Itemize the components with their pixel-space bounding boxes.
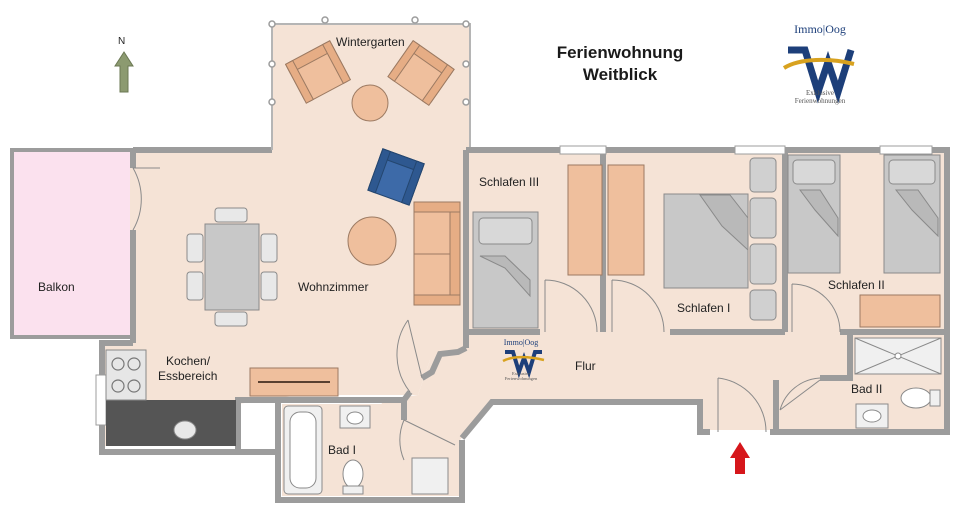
desk-s2 [859, 294, 941, 328]
label-kochen-1: Kochen/ [166, 354, 211, 368]
wardrobe-s1 [607, 164, 645, 276]
logo-small-tagline-1: Exklusive [512, 371, 530, 376]
bad1-toilet [342, 459, 364, 489]
brand-logo-small: Immo|Oog Exklusive Ferienwohnungen [498, 338, 544, 381]
bad1-cabinet [411, 457, 449, 495]
kitchen-sink [173, 420, 197, 440]
label-kochen-2: Essbereich [158, 369, 218, 383]
schlafen3-door [544, 279, 598, 333]
title-line-2: Weitblick [582, 65, 658, 84]
schlafen2-furniture [787, 154, 941, 328]
bad2-door [779, 377, 821, 411]
label-bad-2: Bad II [851, 382, 883, 396]
wintergarten-furniture [284, 39, 455, 122]
north-label: N [118, 36, 126, 47]
balcony-door [132, 167, 160, 231]
blue-armchair [367, 148, 425, 206]
logo-tagline-2: Ferienwohnungen [794, 97, 846, 105]
bad2-north-wall [820, 332, 853, 381]
schlafen1-door [611, 279, 665, 333]
sideboard [249, 367, 339, 397]
label-wohnzimmer: Wohnzimmer [298, 280, 369, 294]
entrance-alcove [459, 399, 710, 440]
balkon-wall [10, 148, 136, 339]
wardrobe-s3 [567, 164, 603, 276]
label-schlafen-2: Schlafen II [828, 278, 885, 292]
dining-set [186, 207, 278, 327]
kitchen [105, 349, 236, 446]
page-title: Ferienwohnung Weitblick [520, 42, 720, 86]
label-schlafen-1: Schlafen I [677, 301, 731, 315]
logo-mark-big [782, 46, 855, 104]
living-south-wall [235, 390, 413, 452]
label-wintergarten: Wintergarten [336, 35, 405, 49]
label-schlafen-3: Schlafen III [479, 175, 540, 189]
living-diagonal-wall [420, 345, 468, 381]
logo-tagline-1: Exklusive [806, 89, 834, 97]
doors [132, 167, 841, 461]
dining-table [204, 223, 260, 311]
logo-small-tagline-2: Ferienwohnungen [504, 376, 538, 381]
north-arrow-icon [114, 51, 134, 93]
kitchen-stove [105, 349, 147, 401]
balkon-area [14, 150, 130, 335]
label-bad-1: Bad I [328, 443, 357, 457]
schlafen2-door [791, 283, 841, 333]
wintergarten-table [351, 84, 389, 122]
label-flur: Flur [575, 359, 596, 373]
schlafen3-furniture [472, 164, 645, 329]
logo-mark-small [502, 350, 545, 379]
bad1-door [399, 419, 456, 461]
living-furniture [186, 148, 461, 397]
armchair-left [284, 40, 352, 104]
bedrooms-north-wall [466, 147, 950, 330]
logo-brand: Immo|Oog [794, 22, 846, 36]
wintergarten-glass [271, 23, 471, 150]
bad1-fixtures [283, 405, 449, 495]
brand-logo: Immo|Oog Exklusive Ferienwohnungen [782, 22, 858, 105]
coffee-table [347, 216, 397, 266]
kitchen-counter [106, 400, 236, 446]
entrance-arrow-icon [730, 442, 750, 474]
logo-small-brand: Immo|Oog [503, 338, 539, 347]
bad2-toilet [900, 387, 932, 409]
label-balkon: Balkon [38, 280, 75, 294]
bad2-fixtures [854, 337, 942, 429]
living-door [396, 319, 423, 393]
east-wall [770, 330, 950, 435]
walls [10, 23, 950, 503]
entrance-door [717, 377, 767, 433]
armchair-right [387, 39, 455, 107]
title-line-1: Ferienwohnung [556, 43, 684, 62]
schlafen1-furniture [663, 157, 777, 321]
window-posts [268, 16, 470, 106]
bad1-wall [275, 400, 465, 503]
sofa [413, 201, 461, 306]
